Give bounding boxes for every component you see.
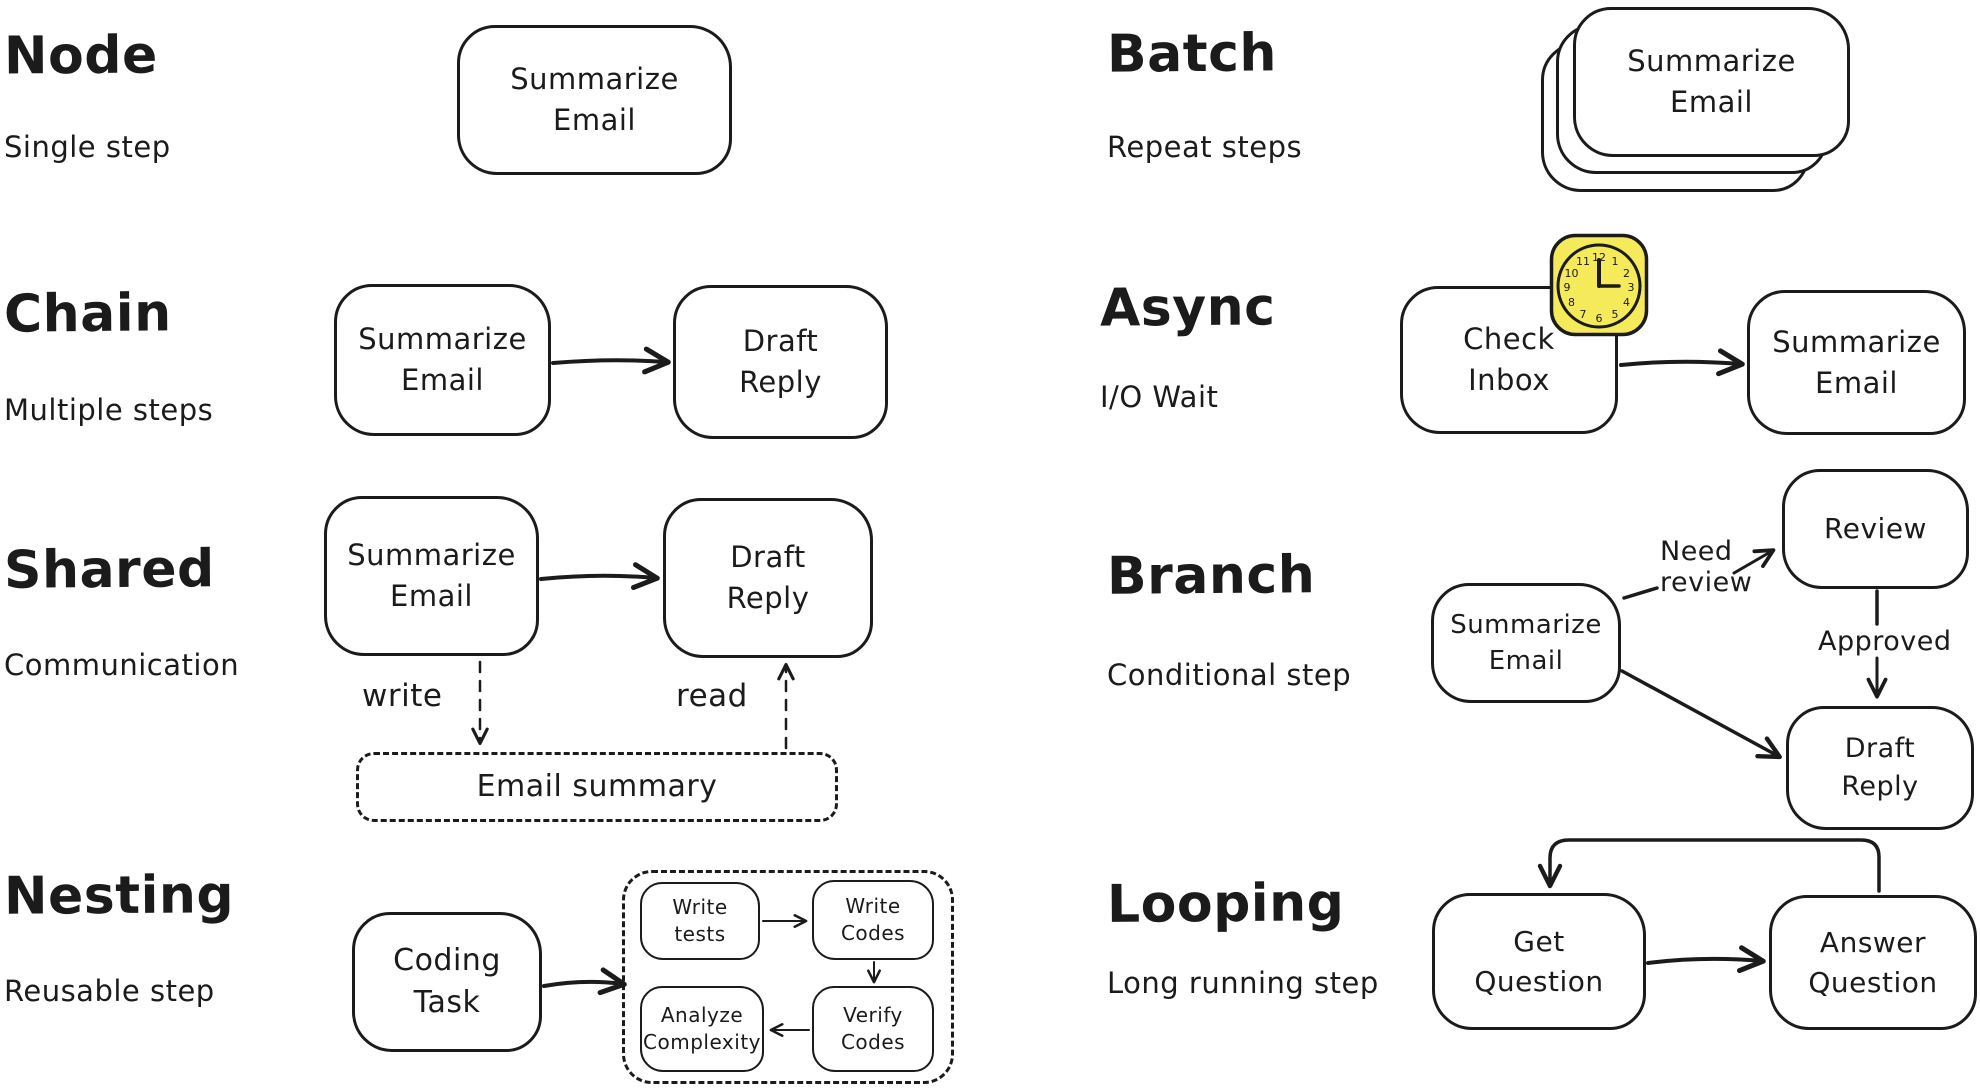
node-title: Node bbox=[3, 25, 158, 87]
clock-number: 11 bbox=[1576, 255, 1590, 268]
looping-get-question-box: Get Question bbox=[1432, 893, 1646, 1030]
batch-title: Batch bbox=[1106, 23, 1278, 85]
chain-summarize-email-box: Summarize Email bbox=[334, 284, 551, 436]
async-title: Async bbox=[1099, 277, 1276, 339]
clock-number: 3 bbox=[1628, 281, 1635, 294]
looping-mid-arrow bbox=[1646, 945, 1766, 974]
nesting-write-codes-box: Write Codes bbox=[812, 880, 934, 960]
shared-subtitle: Communication bbox=[4, 648, 240, 682]
clock-number: 7 bbox=[1580, 308, 1587, 321]
clock-number: 12 bbox=[1592, 251, 1606, 264]
branch-summarize-email-box: Summarize Email bbox=[1431, 583, 1621, 703]
clock-face bbox=[1556, 243, 1642, 329]
clock-number: 2 bbox=[1623, 267, 1630, 280]
shared-email-summary-store: Email summary bbox=[356, 752, 838, 822]
shared-summarize-email-box: Summarize Email bbox=[324, 496, 539, 656]
clock-number: 8 bbox=[1568, 296, 1575, 309]
looping-title: Looping bbox=[1106, 873, 1345, 935]
clock-number: 4 bbox=[1623, 296, 1630, 309]
branch-need-review-label: Need review bbox=[1660, 536, 1753, 599]
clock-number: 10 bbox=[1565, 267, 1579, 280]
async-arrow bbox=[1619, 348, 1745, 377]
shared-draft-reply-box: Draft Reply bbox=[663, 498, 873, 658]
branch-review-box: Review bbox=[1782, 469, 1969, 589]
clock-icon-svg: 12 1 2 3 4 5 6 7 8 9 10 11 bbox=[1549, 233, 1649, 337]
looping-subtitle: Long running step bbox=[1107, 966, 1379, 1000]
clock-number: 5 bbox=[1612, 308, 1619, 321]
nesting-main-arrow bbox=[542, 967, 627, 996]
branch-approved-label: Approved bbox=[1818, 626, 1952, 657]
clock-number: 6 bbox=[1596, 312, 1603, 325]
shared-main-arrow bbox=[539, 562, 660, 591]
nesting-verify-codes-box: Verify Codes bbox=[812, 986, 934, 1072]
clock-number: 9 bbox=[1564, 281, 1571, 294]
batch-summarize-email-box: Summarize Email bbox=[1573, 7, 1850, 157]
branch-subtitle: Conditional step bbox=[1107, 658, 1352, 692]
node-summarize-email-box: Summarize Email bbox=[457, 25, 732, 175]
clock-number: 1 bbox=[1612, 255, 1619, 268]
node-subtitle: Single step bbox=[4, 130, 171, 164]
chain-draft-reply-box: Draft Reply bbox=[673, 285, 888, 439]
nesting-title: Nesting bbox=[3, 865, 235, 927]
branch-title: Branch bbox=[1106, 545, 1316, 607]
looping-answer-question-box: Answer Question bbox=[1769, 895, 1977, 1030]
chain-subtitle: Multiple steps bbox=[4, 393, 214, 427]
chain-title: Chain bbox=[3, 283, 172, 345]
batch-subtitle: Repeat steps bbox=[1107, 130, 1303, 164]
branch-direct-arrow bbox=[1620, 669, 1782, 760]
branch-draft-reply-box: Draft Reply bbox=[1786, 706, 1974, 830]
shared-read-label: read bbox=[676, 678, 748, 714]
looping-loopback-arrow bbox=[1537, 838, 1881, 893]
chain-arrow bbox=[551, 346, 671, 375]
nesting-write-tests-box: Write tests bbox=[640, 882, 760, 960]
nesting-analyze-complexity-box: Analyze Complexity bbox=[640, 986, 764, 1072]
nesting-coding-task-box: Coding Task bbox=[352, 912, 542, 1052]
nesting-subtitle: Reusable step bbox=[4, 974, 215, 1008]
branch-need-review-stub bbox=[1622, 586, 1659, 600]
async-summarize-email-box: Summarize Email bbox=[1747, 290, 1966, 435]
shared-title: Shared bbox=[3, 539, 215, 601]
clock-icon: 12 1 2 3 4 5 6 7 8 9 10 11 bbox=[1549, 233, 1649, 337]
shared-write-label: write bbox=[362, 678, 443, 714]
async-subtitle: I/O Wait bbox=[1100, 380, 1219, 414]
